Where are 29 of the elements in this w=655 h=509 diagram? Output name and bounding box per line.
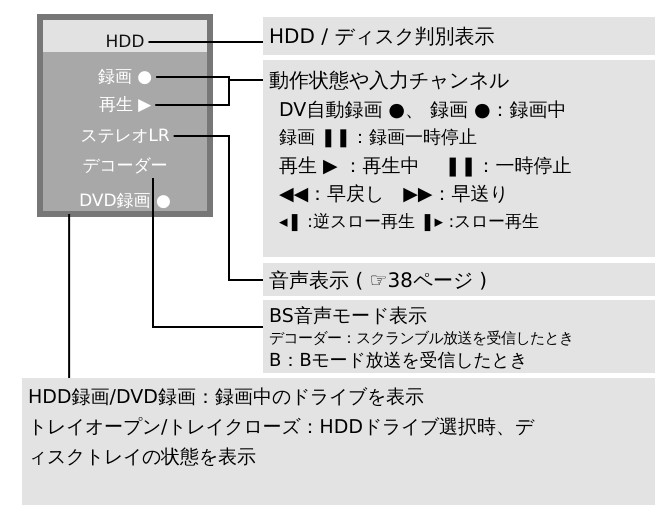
leader-line xyxy=(174,135,263,281)
display-label: DVD録画 ● xyxy=(79,191,171,211)
display-label: HDD xyxy=(106,32,144,52)
description-text: 録画 ❚❚：録画一時停止 xyxy=(278,126,478,150)
description-text: ◀◀：早戻し ▶▶：早送り xyxy=(278,182,510,207)
description-box xyxy=(263,300,655,373)
description-box xyxy=(22,378,655,505)
display-label: 録画 ● xyxy=(98,67,152,87)
description-text: デコーダー：スクランブル放送を受信したとき xyxy=(269,328,574,349)
display-label: デコーダー xyxy=(82,156,168,176)
heading: BS音声モード表示 xyxy=(269,304,428,328)
description-text: ◂❚ :逆スロー再生 ❚▸ :スロー再生 xyxy=(278,211,540,234)
display-label: ステレオLR xyxy=(80,126,170,146)
display-panel xyxy=(37,14,213,217)
description-box xyxy=(263,17,655,55)
description-text: 音声表示 ( ☞38ページ ) xyxy=(269,267,488,293)
description-text: トレイオープン/トレイクローズ：HDDドライブ選択時、ディスクトレイの状態を表示 xyxy=(28,415,536,470)
description-text: B：Bモード放送を受信したとき xyxy=(269,349,529,372)
description-box xyxy=(263,60,655,257)
description-box xyxy=(263,263,655,296)
description-text: HDD / ディスク判別表示 xyxy=(269,23,496,50)
heading: 動作状態や入力チャンネル xyxy=(269,67,510,94)
description-text: 再生 ▶ ：再生中 ❚❚：一時停止 xyxy=(278,154,573,179)
leader-line xyxy=(155,79,263,106)
leader-line xyxy=(152,178,263,328)
description-text: HDD録画/DVD録画：録画中のドライブを表示 xyxy=(28,385,425,410)
display-label: 再生 ▶ xyxy=(98,95,152,115)
description-text: DV自動録画 ●、 録画 ●：録画中 xyxy=(278,98,568,123)
leader-line xyxy=(148,41,263,43)
